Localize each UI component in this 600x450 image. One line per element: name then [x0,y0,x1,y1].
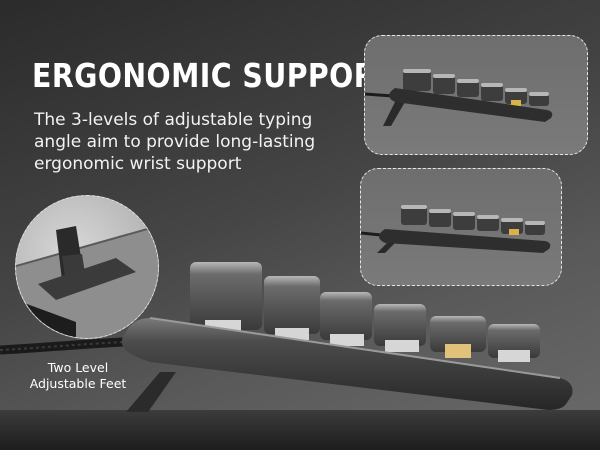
adjustable-foot [126,372,176,412]
description-line: angle aim to provide long-lasting [34,132,316,152]
callout-line: Two Level [47,360,109,375]
keyboard-side-view-high [365,69,553,126]
keyboard-chassis [121,318,573,410]
foot-closeup [15,195,159,339]
angle-inset-high [364,35,588,155]
feet-callout: Two Level Adjustable Feet [28,360,128,392]
adjustable-foot-closeup [16,225,158,338]
keyboard-side-view-low [361,205,551,253]
callout-line: Adjustable Feet [29,376,127,391]
headline: ERGONOMIC SUPPORT [32,56,395,96]
description-line: ergonomic wrist support [34,154,242,174]
keycap-row [190,262,540,358]
desk-surface [0,410,600,450]
description-line: The 3-levels of adjustable typing [34,110,313,130]
description: The 3-levels of adjustable typing angle … [34,109,354,175]
angle-inset-low [360,168,562,286]
